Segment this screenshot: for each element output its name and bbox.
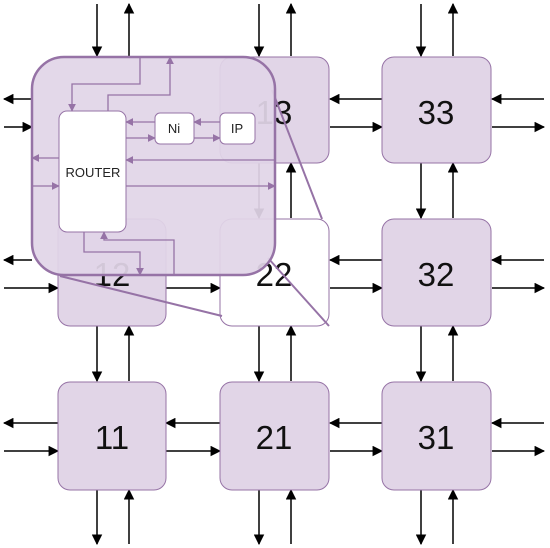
node-32-label: 32: [418, 256, 455, 293]
node-21[interactable]: 21: [219, 381, 330, 491]
node-32[interactable]: 32: [381, 218, 492, 327]
zoom-inner-links: [31, 56, 276, 276]
node-21-label: 21: [256, 419, 293, 456]
zoomed-node-detail: ROUTER Ni IP: [30, 55, 277, 277]
ip-label: IP: [231, 121, 243, 136]
node-33-label: 33: [418, 94, 455, 131]
node-11[interactable]: 11: [57, 381, 167, 491]
router-label: ROUTER: [66, 165, 121, 180]
ip-block[interactable]: IP: [219, 112, 256, 145]
node-11-label: 11: [95, 419, 129, 456]
zoom-projection-lines: [59, 89, 330, 327]
node-31[interactable]: 31: [381, 381, 492, 491]
router-block[interactable]: ROUTER: [58, 110, 127, 233]
ni-label: Ni: [168, 121, 180, 136]
node-31-label: 31: [418, 419, 455, 456]
ni-block[interactable]: Ni: [154, 112, 195, 145]
node-33[interactable]: 33: [381, 56, 492, 164]
